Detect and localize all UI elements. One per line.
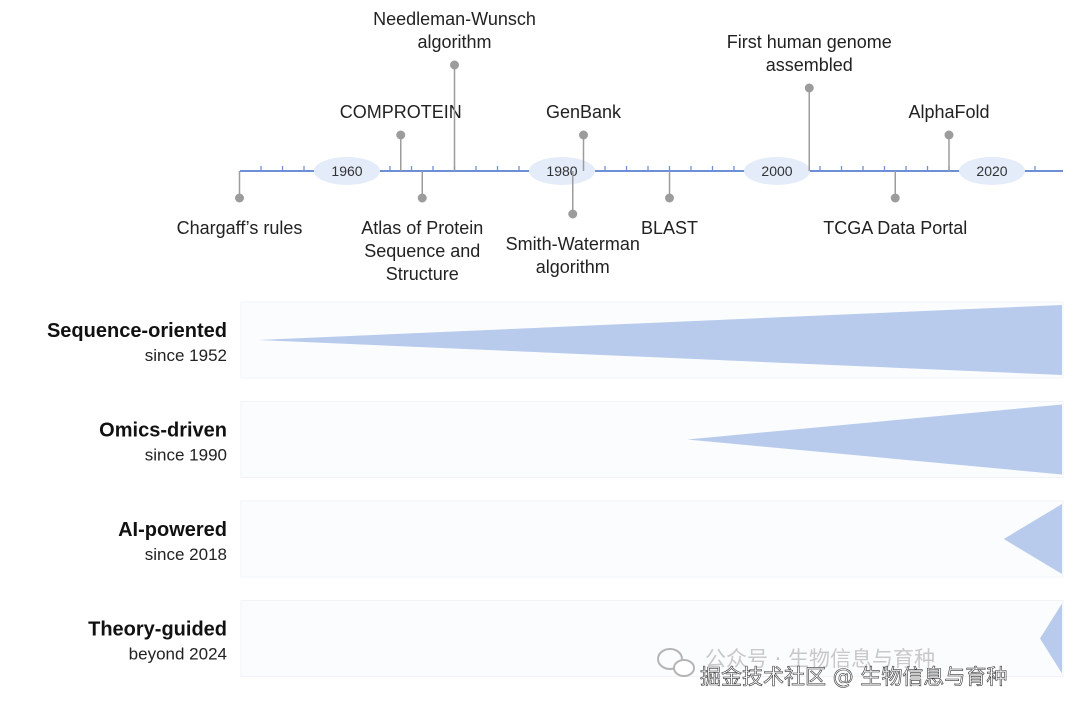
event-label: GenBank: [546, 102, 622, 122]
timeline-events: Chargaff’s rules COMPROTEIN Atlas of Prote…: [177, 9, 990, 284]
event-dot: [579, 130, 588, 140]
track-ai-powered: AI-powered since 2018: [118, 500, 1064, 578]
event-dot: [450, 60, 459, 70]
timeline-axis: 1960 1980 2000 2020: [240, 157, 1063, 185]
era-badge: [959, 157, 1025, 185]
track-band: [240, 600, 1064, 677]
event-label: TCGA Data Portal: [823, 218, 967, 238]
event-dot: [568, 209, 578, 219]
track-sequence-oriented: Sequence-oriented since 1952: [47, 301, 1064, 379]
event-label: Chargaff’s rules: [177, 218, 303, 238]
growth-wedge: [1040, 603, 1062, 674]
era-badge: [314, 157, 380, 185]
event-dot: [235, 193, 244, 203]
era-label: 2000: [761, 163, 792, 179]
event-dot: [665, 193, 674, 203]
track-since: since 1952: [145, 346, 227, 365]
era-label: 2020: [976, 163, 1007, 179]
watermark-line2: 掘金技术社区 @ 生物信息与育种: [700, 665, 1007, 689]
era-badge: [529, 157, 595, 185]
era-label: 1960: [331, 163, 362, 179]
track-since: since 2018: [145, 545, 227, 564]
track-name: Omics-driven: [99, 420, 227, 442]
event-dot: [804, 83, 814, 93]
event-tcga-data-portal: TCGA Data Portal: [823, 171, 967, 238]
event-alphafold: AlphaFold: [908, 102, 990, 171]
event-dot: [944, 130, 954, 140]
event-label: AlphaFold: [908, 102, 989, 122]
era-marker-1980: 1980: [529, 157, 595, 185]
event-genbank: GenBank: [546, 102, 622, 171]
era-marker-1960: 1960: [314, 157, 380, 185]
era-label: 1980: [546, 163, 577, 179]
event-chargaff-s-rules: Chargaff’s rules: [177, 171, 303, 238]
track-since: beyond 2024: [129, 645, 227, 664]
event-dot: [417, 193, 427, 203]
wechat-icon: [657, 648, 695, 677]
growth-wedge: [1003, 504, 1062, 574]
track-name: Theory-guided: [88, 619, 227, 641]
track-theory-guided: Theory-guided beyond 2024: [88, 600, 1064, 677]
track-band: [240, 500, 1064, 578]
track-name: Sequence-oriented: [47, 320, 227, 342]
event-dot: [890, 193, 900, 203]
event-comprotein: COMPROTEIN: [340, 102, 462, 171]
watermark-line1: 公众号 · 生物信息与育种: [705, 647, 935, 671]
track-name: AI-powered: [118, 519, 227, 541]
era-marker-2000: 2000: [744, 157, 810, 185]
track-omics-driven: Omics-driven since 1990: [99, 401, 1064, 478]
track-since: since 1990: [145, 446, 227, 465]
growth-wedge: [258, 305, 1062, 375]
event-label: BLAST: [641, 218, 698, 238]
event-label: COMPROTEIN: [340, 102, 462, 122]
era-badge: [744, 157, 810, 185]
event-dot: [396, 130, 406, 140]
event-blast: BLAST: [641, 171, 698, 238]
era-marker-2020: 2020: [959, 157, 1025, 185]
growth-wedge: [687, 404, 1062, 475]
